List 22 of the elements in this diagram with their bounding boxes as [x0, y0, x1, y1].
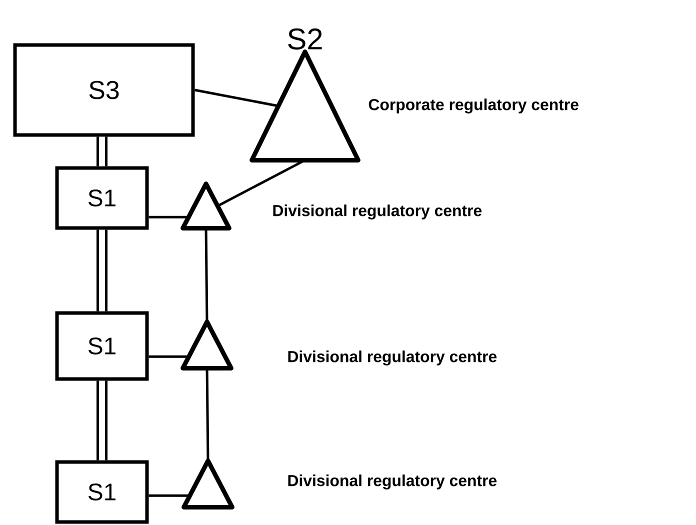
double-line: [96, 230, 108, 312]
triangle: S2: [250, 28, 360, 162]
connector-line: [194, 88, 279, 108]
triangle: [180, 182, 232, 230]
double-line: [96, 380, 108, 460]
connector-line: [206, 368, 210, 461]
connector-line: [148, 494, 190, 497]
process-box: S1: [55, 311, 149, 381]
triangle: [182, 458, 234, 510]
triangle: [180, 320, 234, 370]
caption-text: Divisional regulatory centre: [288, 474, 497, 490]
process-box: S1: [55, 460, 149, 524]
connector-line: [148, 216, 189, 218]
process-box: S1: [55, 166, 149, 230]
node-label: S2: [288, 28, 322, 50]
process-box: S3: [13, 43, 195, 137]
caption-text: Divisional regulatory centre: [273, 204, 482, 220]
connector-line: [204, 228, 208, 322]
caption-text: Divisional regulatory centre: [288, 350, 497, 366]
caption-text: Corporate regulatory centre: [368, 98, 578, 114]
connector-line: [148, 355, 189, 358]
double-line: [96, 136, 108, 166]
